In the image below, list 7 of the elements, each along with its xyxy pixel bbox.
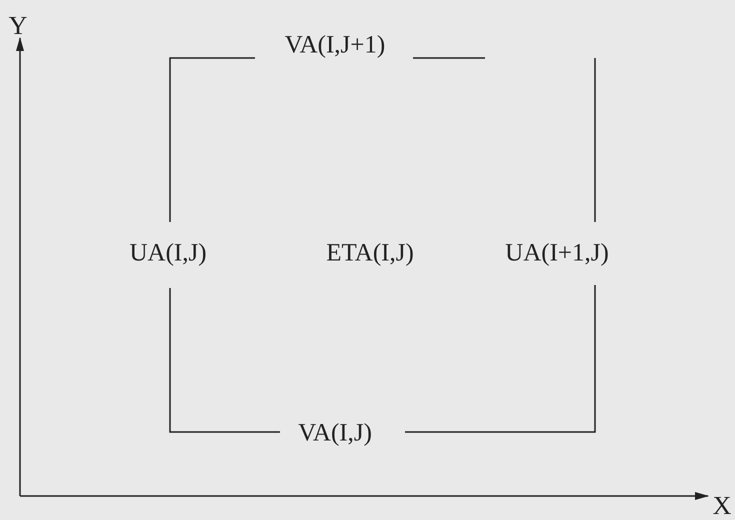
variable-label: VA(I,J) (298, 420, 372, 446)
variable-label: UA(I,J) (129, 240, 207, 266)
variable-label: UA(I+1,J) (505, 240, 609, 266)
axis-label: Y (8, 13, 28, 39)
axis-label: X (712, 493, 732, 519)
variable-label: VA(I,J+1) (284, 32, 386, 58)
variable-label: ETA(I,J) (326, 240, 414, 266)
